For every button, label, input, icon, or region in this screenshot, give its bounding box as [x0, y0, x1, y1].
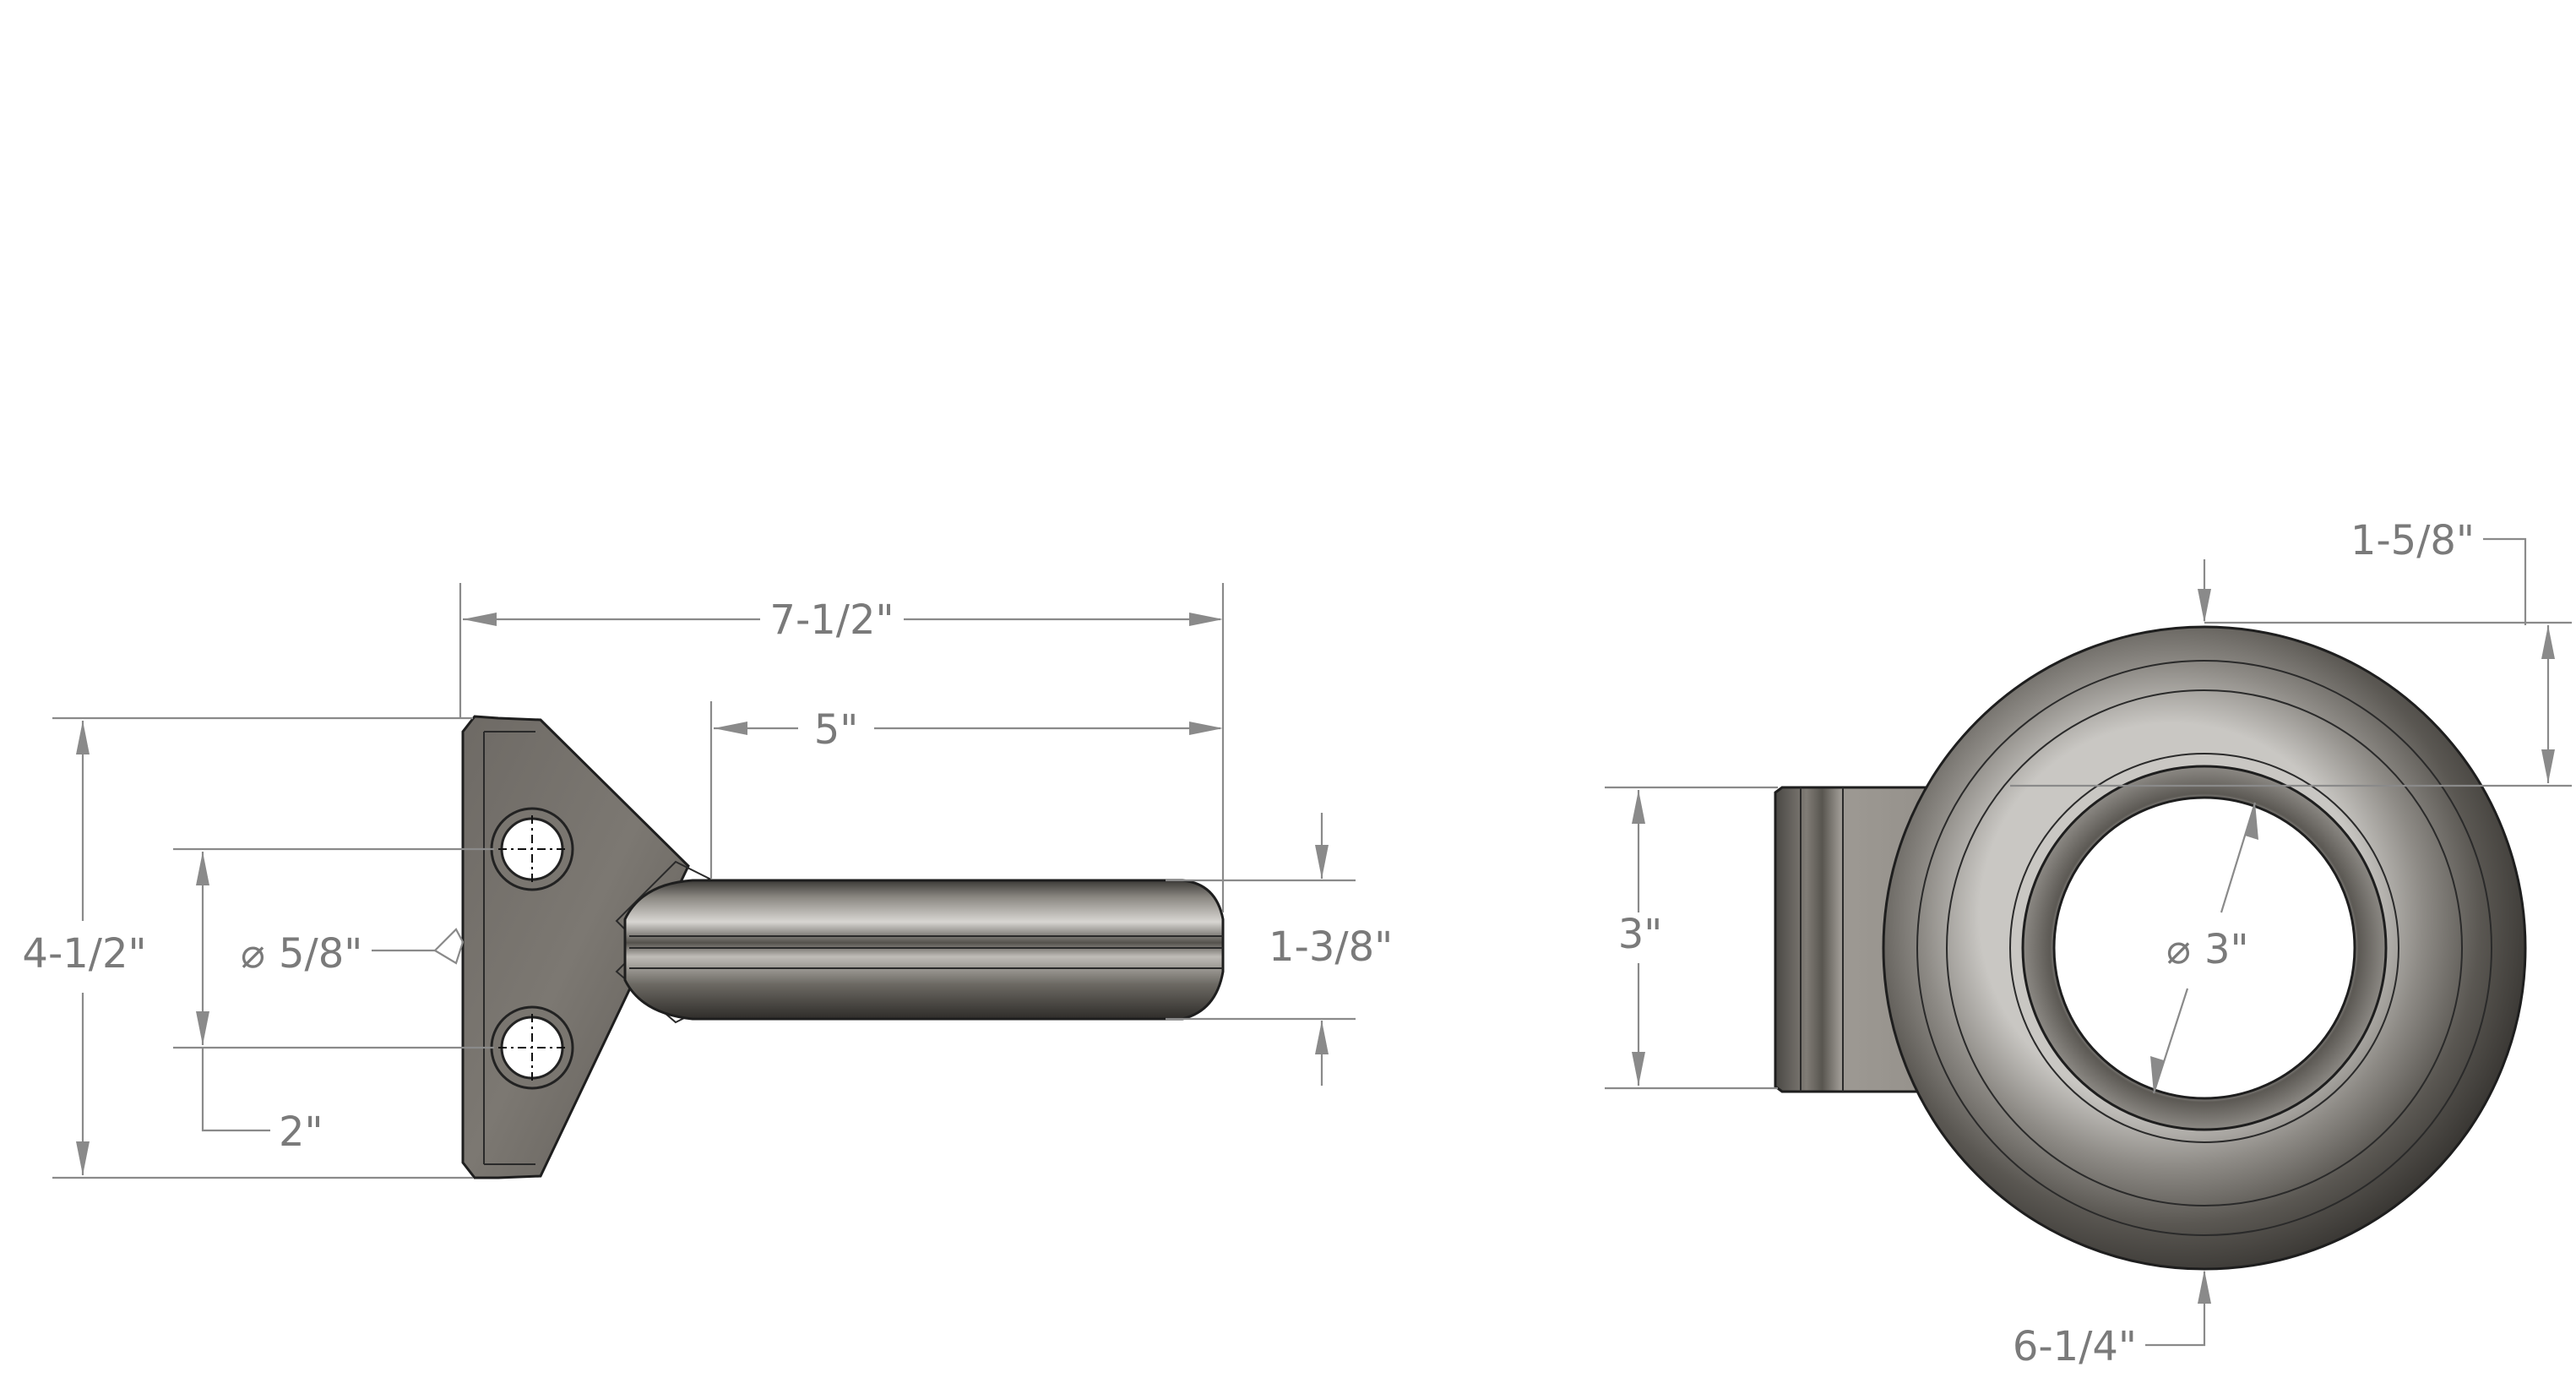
label-ring-inner-diameter: 3": [2204, 926, 2249, 973]
label-end-overall-height: 6-1/4": [2013, 1323, 2137, 1370]
diameter-symbol: ⌀: [241, 930, 265, 978]
label-shank-length: 5": [814, 706, 859, 754]
side-view: 7-1/2" 5" 4-1/2" ⌀ 5/8": [22, 583, 1393, 1179]
shank: [623, 879, 1225, 1021]
dimension-hole-spacing: 2": [173, 847, 494, 1156]
label-hole-diameter: 5/8": [279, 930, 362, 978]
label-thickness: 1-3/8": [1269, 923, 1393, 971]
label-overall-length: 7-1/2": [769, 596, 894, 644]
ring-inner-bore: [2052, 796, 2356, 1100]
dimension-overall-length: 7-1/2": [459, 583, 1225, 912]
diameter-symbol-ring: ⌀: [2166, 926, 2191, 973]
dimension-shank-length: 5": [709, 701, 1223, 879]
label-top-offset: 1-5/8": [2350, 517, 2475, 564]
plate-bevel: [483, 731, 535, 1165]
end-view: ⌀ 3" 3" 1-5/8": [1605, 517, 2572, 1370]
dimension-thickness: 1-3/8": [1166, 813, 1393, 1086]
dimension-end-overall-height: 6-1/4": [2013, 1270, 2211, 1370]
label-overall-height: 4-1/2": [22, 930, 146, 978]
dimension-overall-height: 4-1/2": [22, 716, 473, 1179]
ring-bevel-2: [1946, 689, 2463, 1206]
ring-bevel-1: [1916, 660, 2492, 1236]
dimension-shank-height: 3": [1605, 786, 1778, 1090]
ring-bevel-3: [2009, 753, 2399, 1143]
bolt-hole-upper: [490, 807, 574, 891]
label-shank-height: 3": [1618, 911, 1663, 958]
bolt-hole-lower: [490, 1005, 574, 1090]
dimension-top-offset: 1-5/8": [2010, 517, 2572, 787]
dimension-hole-diameter: ⌀ 5/8": [241, 928, 465, 978]
label-hole-spacing: 2": [279, 1108, 323, 1156]
dimension-ring-inner-diameter: ⌀ 3": [2150, 802, 2258, 1094]
